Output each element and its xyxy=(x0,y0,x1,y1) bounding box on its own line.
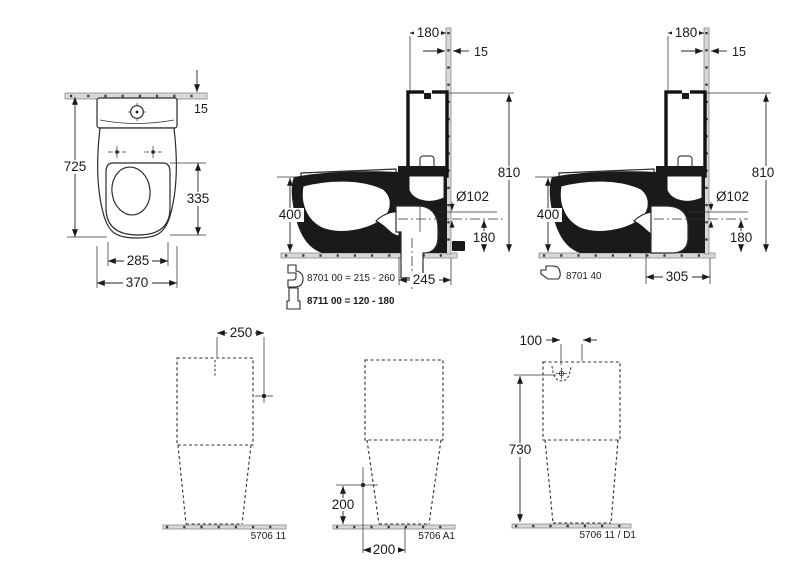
dim-seat-length: 335 xyxy=(170,162,212,236)
model-label: 5706 A1 xyxy=(418,531,455,542)
dim-bowl-height: 400 xyxy=(534,176,562,252)
dim-outlet-diameter: Ø102 xyxy=(449,189,489,228)
dim-seat-width: 285 xyxy=(107,242,169,268)
dim-outlet-offset: 305 xyxy=(645,250,711,284)
dim-label: 810 xyxy=(752,165,775,180)
wall-outlet-fitting xyxy=(690,243,703,253)
flush-channel xyxy=(408,175,445,202)
dim-label: 200 xyxy=(373,542,396,557)
rear-view-supply-top: 250 5706 11 xyxy=(162,325,287,542)
dim-label: Ø102 xyxy=(456,189,489,204)
bowl-opening xyxy=(111,166,151,216)
dim-label: 810 xyxy=(498,165,521,180)
note-s-trap: 8711 00 = 120 - 180 xyxy=(286,287,395,310)
flush-channel xyxy=(666,175,703,202)
fill-valve xyxy=(682,93,689,99)
pedestal-right xyxy=(610,439,619,524)
dim-wall-thickness: 15 xyxy=(423,45,488,59)
note-text: 8701 40 xyxy=(566,271,602,282)
dim-outlet-diameter: Ø102 xyxy=(708,189,749,228)
supply-point-marker xyxy=(255,389,273,403)
note-text: 8711 00 = 120 - 180 xyxy=(307,296,395,307)
dim-label: 180 xyxy=(417,25,440,40)
floor-section xyxy=(538,252,716,259)
dim-inlet-height: 730 xyxy=(506,374,556,522)
dim-label: 100 xyxy=(519,333,542,348)
dim-wall-thickness: 15 xyxy=(681,45,746,59)
cistern-contour xyxy=(99,119,175,124)
dim-label: Ø102 xyxy=(716,189,749,204)
rear-view-inlet-rear: 100 730 5706 11 / D1 xyxy=(506,333,636,541)
dim-label: 15 xyxy=(194,102,208,116)
pedestal-left xyxy=(177,444,187,525)
dim-label: 15 xyxy=(732,45,746,59)
dim-label: 285 xyxy=(127,253,150,268)
dim-inlet-offset: 100 xyxy=(519,333,597,365)
dim-label: 180 xyxy=(730,230,753,245)
model-label: 5706 11 / D1 xyxy=(579,530,636,541)
side-view-vertical-outlet: 180 15 810 xyxy=(276,25,524,310)
dim-label: 180 xyxy=(675,25,698,40)
dim-total-height: 725 xyxy=(61,97,107,238)
hinge-marker-right xyxy=(144,146,162,158)
dim-total-height: 810 xyxy=(707,92,778,252)
supply-point-marker xyxy=(336,467,378,553)
outlet-elbow-vertical xyxy=(395,205,439,279)
cistern-lid-seam xyxy=(424,89,432,95)
hinge-marker-left xyxy=(108,146,126,158)
outlet-elbow-horizontal xyxy=(650,205,689,254)
s-trap-pipe-icon xyxy=(286,287,301,310)
pedestal-right xyxy=(428,439,442,525)
flush-button-icon xyxy=(128,103,146,121)
dim-label: 180 xyxy=(473,230,496,245)
side-view-horizontal-outlet: 180 15 810 Ø102 xyxy=(534,25,778,284)
dim-label: 250 xyxy=(230,325,253,340)
floor-section xyxy=(280,252,458,259)
floor-section xyxy=(511,523,632,529)
cistern-outline xyxy=(542,361,621,441)
fill-valve xyxy=(424,93,431,99)
dim-supply-height: 200 xyxy=(330,486,357,524)
dim-outlet-height: 180 xyxy=(728,220,755,252)
note-text: 8701 00 = 215 - 260 xyxy=(307,273,396,284)
dim-label: 400 xyxy=(279,207,302,222)
floor-section xyxy=(162,524,287,530)
cistern-outline xyxy=(176,357,254,446)
rear-view-supply-side: 200 200 5706 A1 xyxy=(330,359,456,557)
dim-label: 370 xyxy=(126,275,149,290)
front-view: 15 72 xyxy=(61,70,212,290)
dim-cistern-depth: 180 xyxy=(667,25,704,90)
dim-outlet-height: 180 xyxy=(471,220,498,252)
dim-label: 305 xyxy=(666,269,689,284)
dim-label: 15 xyxy=(474,45,488,59)
dim-label: 200 xyxy=(332,497,355,512)
dim-label: 400 xyxy=(537,207,560,222)
dim-label: 335 xyxy=(187,191,210,206)
dim-label: 725 xyxy=(64,159,87,174)
note-p-trap: 8701 00 = 215 - 260 xyxy=(287,264,396,288)
floor-section xyxy=(332,524,456,530)
dim-label: 730 xyxy=(509,442,532,457)
dim-cistern-depth: 180 xyxy=(409,25,446,90)
horizontal-outlet-pipe-icon xyxy=(540,265,561,280)
dim-supply-offset: 250 xyxy=(216,325,265,389)
dim-label: 245 xyxy=(413,272,436,287)
dim-bowl-height: 400 xyxy=(276,176,304,252)
p-trap-pipe-icon xyxy=(287,264,304,288)
dim-supply-offset: 200 xyxy=(363,527,406,557)
dim-bowl-width: 370 xyxy=(96,246,178,290)
dim-total-height: 810 xyxy=(449,92,524,252)
floor-fixing xyxy=(452,241,465,251)
note-wall-outlet: 8701 40 xyxy=(540,265,602,282)
pedestal-left xyxy=(544,439,554,524)
dim-outlet-offset: 245 xyxy=(398,257,452,287)
pedestal-left xyxy=(366,439,380,525)
pedestal-right xyxy=(241,444,252,525)
dim-wall-gap: 15 xyxy=(194,70,208,116)
cistern-outline xyxy=(364,359,444,441)
cistern-lid-seam xyxy=(682,89,690,95)
model-label: 5706 11 xyxy=(251,531,287,542)
water-inlet-cutout xyxy=(551,365,572,382)
